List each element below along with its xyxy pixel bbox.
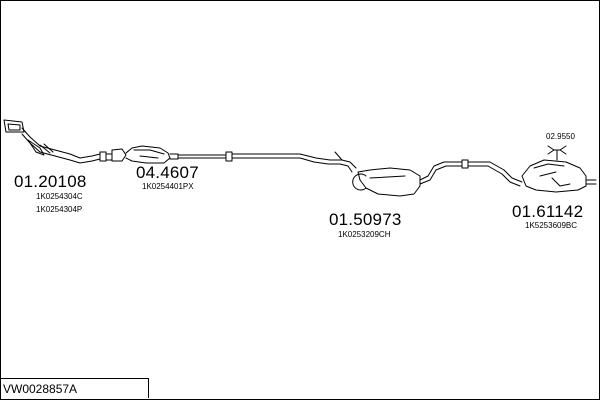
rear-silencer-drawing: [521, 145, 597, 193]
middle-silencer-drawing: [231, 151, 523, 197]
oe-number-label: 1K0254401PX: [142, 182, 194, 191]
oe-number-label: 1K0254304P: [36, 205, 83, 214]
part-number-label: 01.20108: [14, 172, 87, 191]
part-number-label: 01.50973: [329, 210, 402, 229]
oe-number-label: 1K0254304C: [36, 192, 83, 201]
assembly-number: VW0028857A: [3, 382, 78, 396]
front-pipe-drawing: [3, 119, 113, 164]
accessory-part-number-label: 02.9550: [546, 132, 575, 141]
catalytic-converter-drawing: [111, 145, 233, 164]
part-number-label: 04.4607: [136, 163, 199, 182]
oe-number-label: 1K0253209CH: [338, 230, 391, 239]
part-number-label: 01.61142: [512, 202, 584, 221]
title-box: VW0028857A: [0, 378, 149, 398]
oe-number-label: 1K5253609BC: [525, 221, 578, 230]
